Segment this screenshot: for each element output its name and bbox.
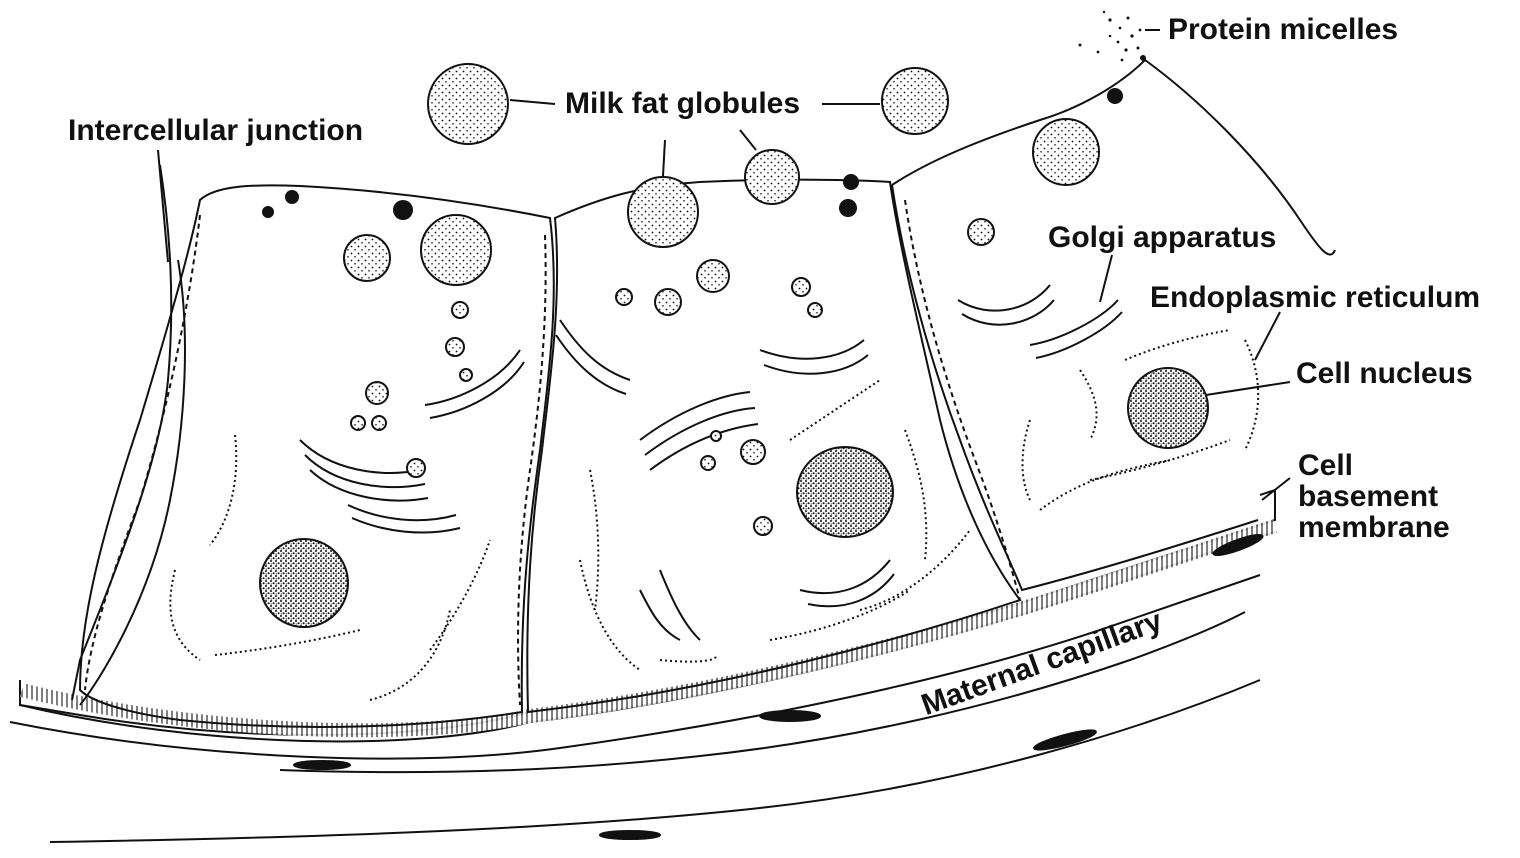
label-protein-micelles: Protein micelles xyxy=(1168,14,1398,45)
cell-right xyxy=(892,60,1335,600)
label-cell-basement-membrane: Cell basement membrane xyxy=(1298,450,1450,543)
protein-micelles xyxy=(1079,11,1147,62)
milk-fat-globules xyxy=(344,64,1099,535)
label-basement-line-3: membrane xyxy=(1298,512,1450,543)
label-cell-nucleus: Cell nucleus xyxy=(1296,358,1473,389)
basement-membrane xyxy=(20,490,1275,741)
label-milk-fat-globules: Milk fat globules xyxy=(565,88,800,119)
label-basement-line-2: basement xyxy=(1298,481,1450,512)
label-endoplasmic-reticulum: Endoplasmic reticulum xyxy=(1150,282,1480,313)
label-intercellular-junction: Intercellular junction xyxy=(68,115,363,146)
label-golgi-apparatus: Golgi apparatus xyxy=(1048,222,1276,253)
maternal-capillary xyxy=(10,531,1264,842)
label-basement-line-1: Cell xyxy=(1298,450,1450,481)
